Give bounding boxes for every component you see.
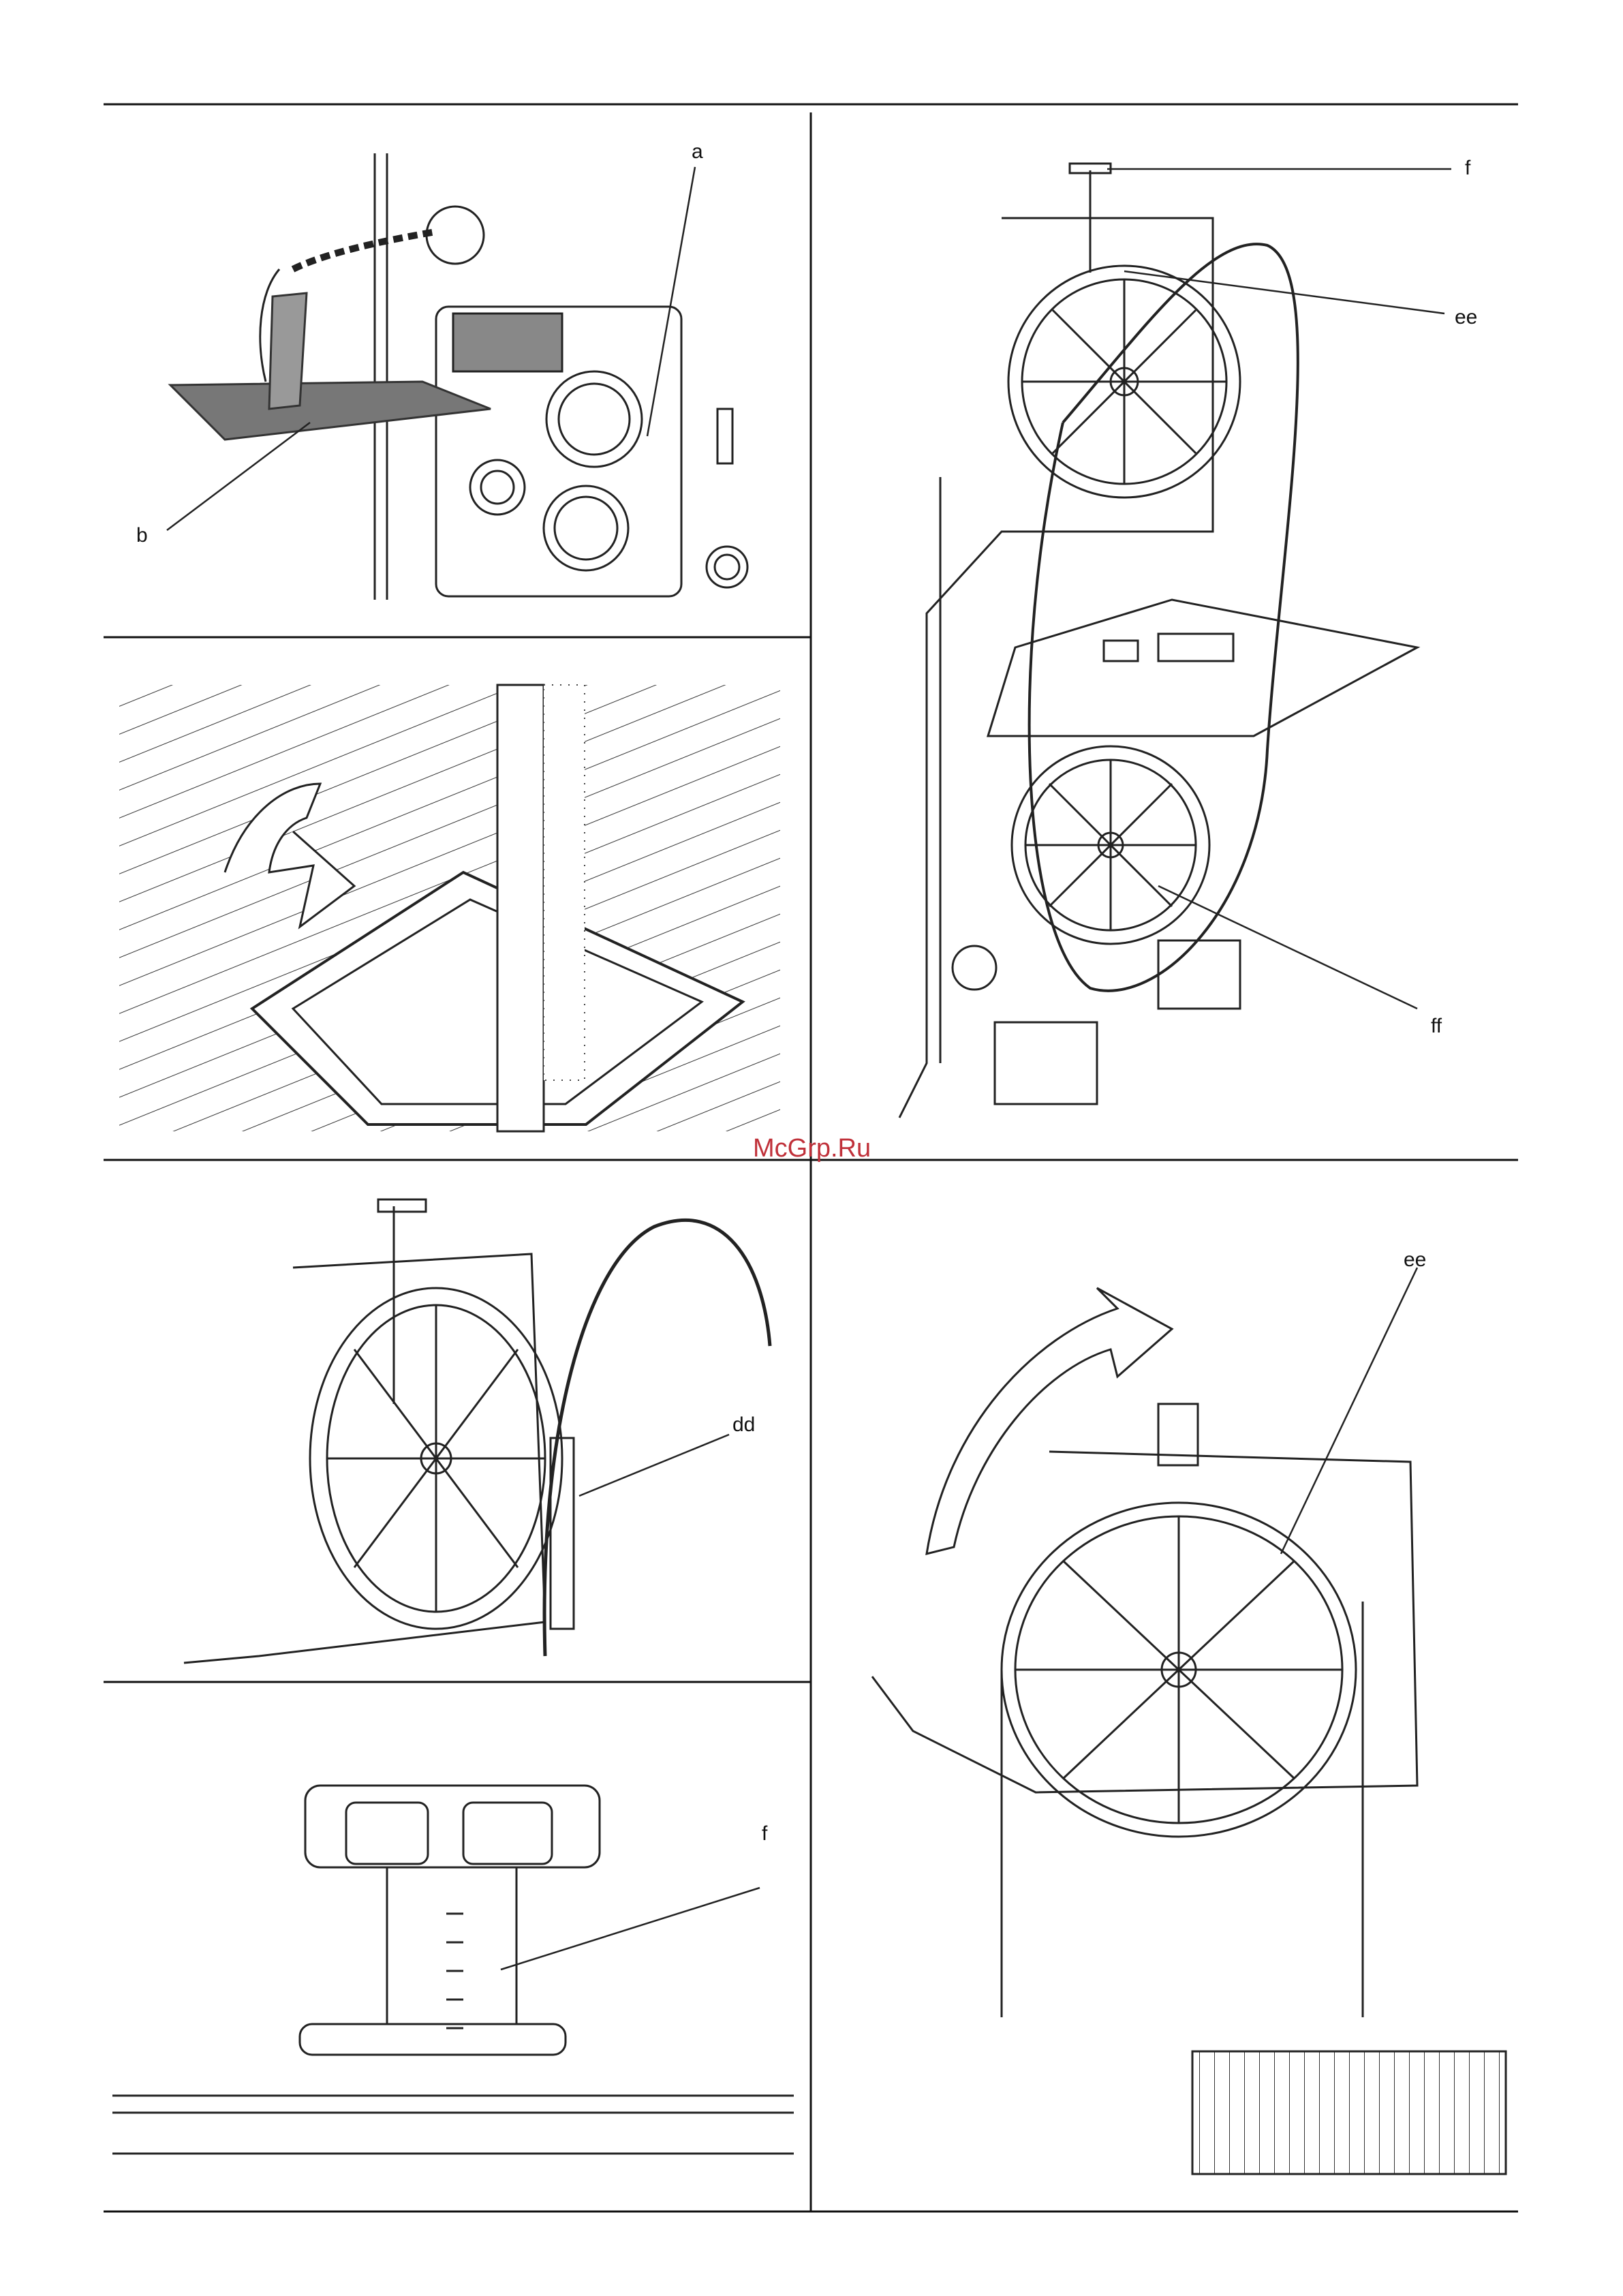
callout-b: b [136, 524, 148, 547]
illustration-upper-wheel-blade [184, 1199, 770, 1663]
illustration-bandsaw-overview [899, 164, 1451, 1118]
illustration-wheel-rotation [872, 1268, 1506, 2174]
callout-f-bottom: f [762, 1822, 768, 1845]
callout-ff: ff [1431, 1015, 1442, 1037]
callout-ee-top: ee [1455, 306, 1477, 328]
illustration-tension-knob [112, 1786, 794, 2154]
callout-dd: dd [732, 1413, 755, 1436]
watermark: McGrp.Ru [753, 1134, 871, 1163]
illustration-table-insert [119, 685, 780, 1131]
callout-a: a [692, 140, 703, 163]
illustration-guard-chain [167, 153, 747, 600]
callout-f-top: f [1465, 157, 1471, 179]
callout-ee-bottom: ee [1404, 1249, 1426, 1271]
